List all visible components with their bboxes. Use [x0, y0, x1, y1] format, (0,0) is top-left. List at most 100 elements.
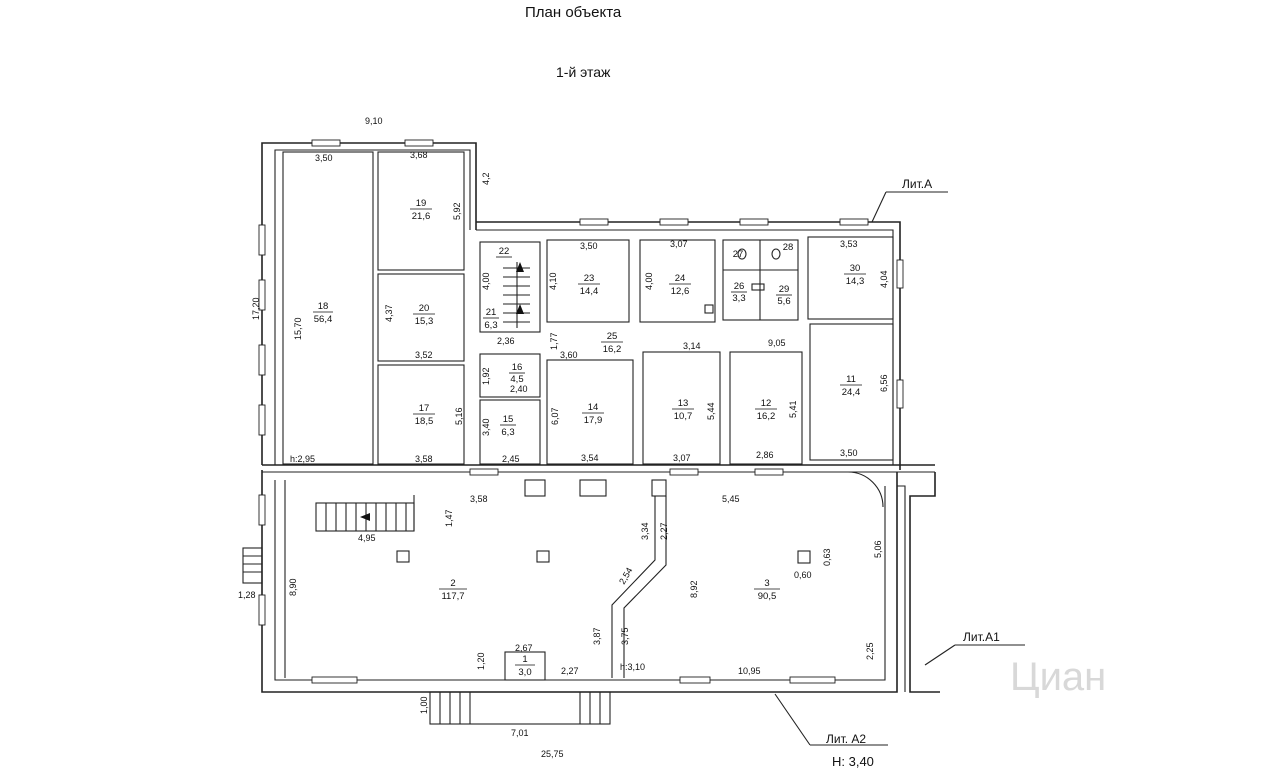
dimension: 3,50	[580, 241, 598, 251]
room-area: 17,9	[584, 415, 603, 426]
room-area: 24,4	[842, 387, 861, 398]
room-11: 11 24,4	[840, 374, 862, 398]
dimension: 3,60	[560, 350, 578, 360]
dimension: 5,16	[454, 407, 464, 425]
dimension: 1,28	[238, 590, 256, 600]
dimension: 4,00	[481, 272, 491, 290]
dimension: 3,40	[481, 418, 491, 436]
room-12: 12 16,2	[755, 398, 777, 422]
room-14: 14 17,9	[582, 402, 604, 426]
room-15: 15 6,3	[500, 414, 516, 438]
lit-a2-label: Лит. А2	[826, 732, 866, 746]
dimension: 17,20	[251, 297, 261, 320]
dimension: 1,00	[419, 696, 429, 714]
room-21: 21 6,3	[483, 307, 499, 331]
room-number: 26	[734, 281, 745, 292]
room-number: 16	[512, 362, 523, 373]
room-area: 3,3	[732, 293, 745, 304]
lit-a-label: Лит.А	[902, 177, 932, 191]
room-1: 1 3,0	[515, 654, 535, 678]
dimension: 3,07	[670, 239, 688, 249]
room-24: 24 12,6	[669, 273, 691, 297]
dimension: 8,92	[689, 580, 699, 598]
room-area: 21,6	[412, 211, 431, 222]
dimension: 3,58	[415, 454, 433, 464]
total-height-label: Н: 3,40	[832, 754, 874, 769]
dimension: 1,20	[476, 652, 486, 670]
dimension: 2,54	[617, 566, 634, 586]
room-number: 28	[783, 242, 794, 253]
partitions-lower	[284, 471, 884, 681]
dimension: 5,45	[722, 494, 740, 504]
dimension: 9,05	[768, 338, 786, 348]
dimension: 1,47	[444, 509, 454, 527]
room-25: 25 16,2	[601, 331, 623, 355]
dimension: 15,70	[293, 317, 303, 340]
windows	[258, 139, 904, 684]
dimension: 5,41	[788, 400, 798, 418]
room-number: 14	[588, 402, 599, 413]
dimension: 7,01	[511, 728, 529, 738]
room-number: 29	[779, 284, 790, 295]
room-area: 10,7	[674, 411, 693, 422]
room-area: 16,2	[757, 411, 776, 422]
dimension: 2,36	[497, 336, 515, 346]
partitions-upper	[282, 151, 894, 465]
room-number: 18	[318, 301, 329, 312]
dimension: 3,52	[415, 350, 433, 360]
dimension: 5,92	[452, 202, 462, 220]
dimension: 3,87	[592, 627, 602, 645]
room-area: 14,3	[846, 276, 865, 287]
room-number: 21	[486, 307, 497, 318]
room-number: 3	[764, 578, 769, 589]
dimension: 4,2	[481, 172, 491, 185]
room-19: 19 21,6	[410, 198, 432, 222]
dimension: 5,44	[706, 402, 716, 420]
room-area: 90,5	[758, 591, 777, 602]
room-2: 2 117,7	[439, 578, 467, 602]
room-number: 13	[678, 398, 689, 409]
room-17: 17 18,5	[413, 403, 435, 427]
room-number: 30	[850, 263, 861, 274]
watermark-text: Циан	[1010, 655, 1106, 699]
dimension: 3,14	[683, 341, 701, 351]
dimension: 1,92	[481, 367, 491, 385]
room-28: 28	[783, 242, 794, 253]
dimension: 4,37	[384, 304, 394, 322]
room-area: 16,2	[603, 344, 622, 355]
dimension: 5,06	[873, 540, 883, 558]
dimension-labels: 9,10 3,50 3,68 4,2 5,92 17,20 15,70 4,37…	[238, 116, 889, 759]
room-number: 11	[846, 374, 856, 385]
room-area: 12,6	[671, 286, 690, 297]
dimension: 2,27	[659, 522, 669, 540]
dimension: 3,53	[840, 239, 858, 249]
dimension: 2,27	[561, 666, 579, 676]
dimension: 3,54	[581, 453, 599, 463]
dimension: 2,86	[756, 450, 774, 460]
room-number: 1	[522, 654, 527, 665]
dimension: 9,10	[365, 116, 383, 126]
room-3: 3 90,5	[754, 578, 780, 602]
room-number: 2	[450, 578, 455, 589]
room-30: 30 14,3	[844, 263, 866, 287]
dimension: 4,00	[644, 272, 654, 290]
dimension: 2,67	[515, 643, 533, 653]
room-area: 18,5	[415, 416, 434, 427]
room-area: 117,7	[441, 591, 464, 602]
room-22: 22	[496, 246, 512, 258]
dimension: 3,07	[673, 453, 691, 463]
room-area: 15,3	[415, 316, 434, 327]
dimension: 6,56	[879, 374, 889, 392]
room-number: 25	[607, 331, 618, 342]
room-area: 3,0	[518, 667, 531, 678]
room-26: 26 3,3	[731, 281, 747, 304]
room-number: 17	[419, 403, 430, 414]
room-area: 4,5	[510, 374, 523, 385]
dimension: 0,63	[822, 548, 832, 566]
room-29: 29 5,6	[776, 284, 792, 307]
room-labels: 18 56,4 19 21,6 20 15,3 17 18,5 22 21 6,…	[313, 198, 866, 678]
dimension: 2,25	[865, 642, 875, 660]
room-number: 12	[761, 398, 772, 409]
dimension: 3,58	[470, 494, 488, 504]
